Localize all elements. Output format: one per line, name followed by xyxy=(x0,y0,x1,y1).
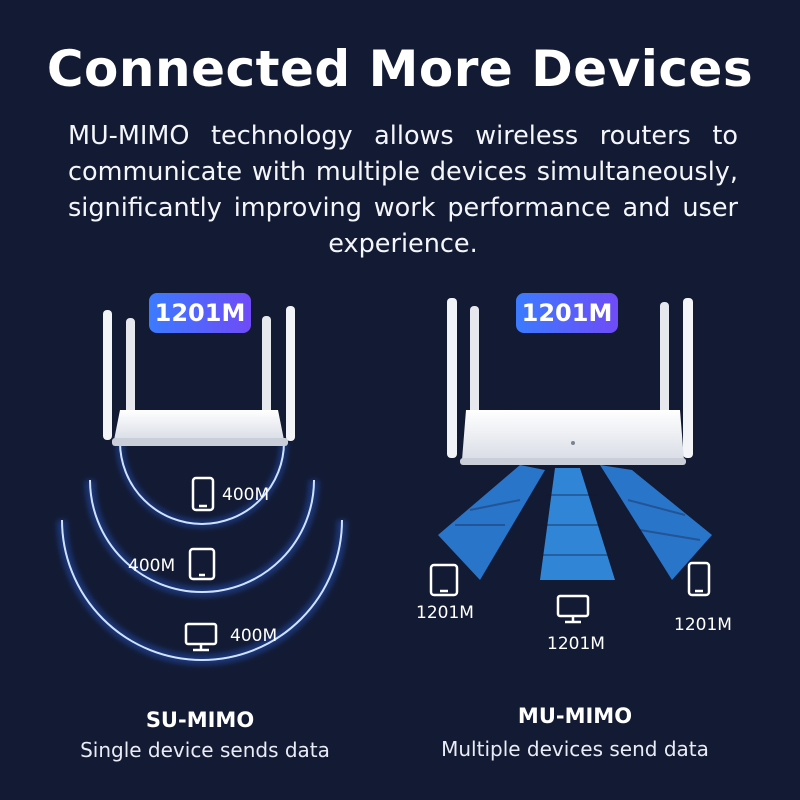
tablet-icon xyxy=(188,547,216,581)
smartphone-icon xyxy=(191,476,215,512)
description-text: MU-MIMO technology allows wireless route… xyxy=(68,121,738,259)
tablet-icon xyxy=(429,563,459,597)
mu-mimo-beams xyxy=(438,465,712,580)
left-router-image xyxy=(103,306,295,446)
left-device-label-2: 400M xyxy=(128,556,176,576)
su-mimo-caption: Single device sends data xyxy=(80,738,330,762)
su-mimo-title: SU-MIMO xyxy=(145,708,255,732)
right-device-label-2: 1201M xyxy=(547,634,605,654)
right-router-image xyxy=(447,298,693,465)
right-device-label-1: 1201M xyxy=(416,603,474,623)
left-speed-badge: 1201M xyxy=(149,293,251,333)
left-device-label-1: 400M xyxy=(222,485,270,505)
left-device-label-3: 400M xyxy=(230,626,278,646)
monitor-icon xyxy=(184,622,218,652)
monitor-icon xyxy=(556,594,590,624)
su-mimo-signal-rings xyxy=(57,441,347,665)
mu-mimo-title: MU-MIMO xyxy=(517,704,633,728)
mu-mimo-caption: Multiple devices send data xyxy=(441,737,709,761)
smartphone-icon xyxy=(687,561,711,597)
page-title: Connected More Devices xyxy=(46,40,754,98)
right-speed-badge: 1201M xyxy=(516,293,618,333)
right-device-label-3: 1201M xyxy=(674,615,732,635)
